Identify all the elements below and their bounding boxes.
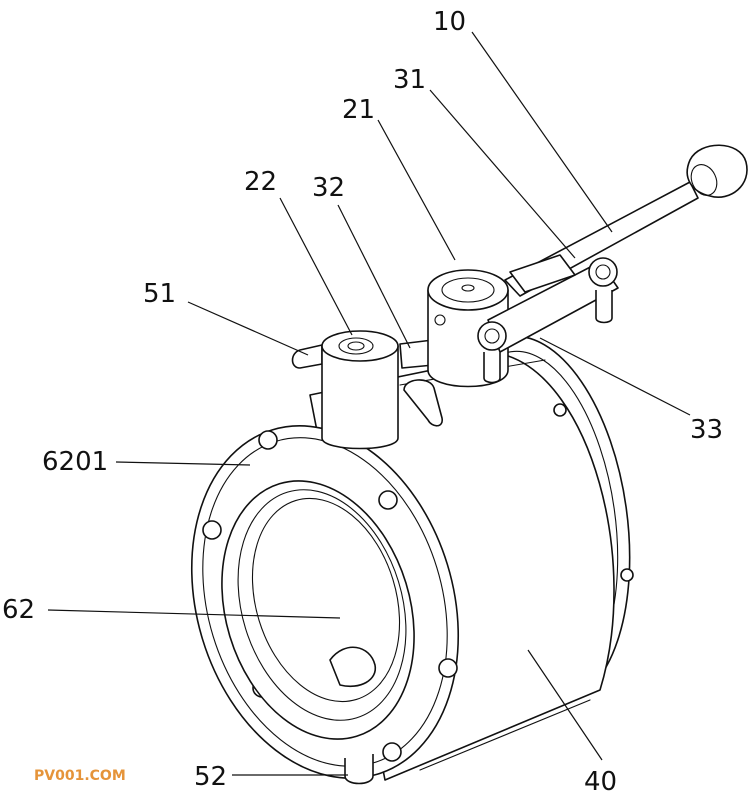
arm-33: [477, 257, 619, 384]
nut: [588, 257, 618, 287]
label-52: 52: [194, 762, 227, 792]
label-32: 32: [312, 173, 345, 203]
label-6201: 6201: [42, 447, 108, 477]
upper-cylinder: [291, 330, 399, 450]
nut: [477, 321, 507, 351]
handle-31: [504, 144, 748, 297]
flange-bolt: [378, 490, 398, 510]
label-22: 22: [244, 167, 277, 197]
label-10: 10: [433, 7, 466, 37]
bottom-stem: [344, 754, 374, 785]
flange-bolt: [202, 520, 222, 540]
label-31: 31: [393, 65, 426, 95]
flange-bolt: [258, 430, 278, 450]
watermark-text: PV001.COM: [34, 768, 126, 784]
label-33: 33: [690, 415, 723, 445]
part-labels: 10 31 21 22 32 51 33 6201 62 52 40: [2, 7, 723, 797]
flange-bolt: [438, 658, 458, 678]
valve-seat: [221, 480, 415, 740]
label-21: 21: [342, 95, 375, 125]
label-40: 40: [584, 767, 617, 797]
label-62: 62: [2, 595, 35, 625]
flange-bolt: [382, 742, 402, 762]
leader-lines: [47, 31, 691, 776]
label-51: 51: [143, 279, 176, 309]
